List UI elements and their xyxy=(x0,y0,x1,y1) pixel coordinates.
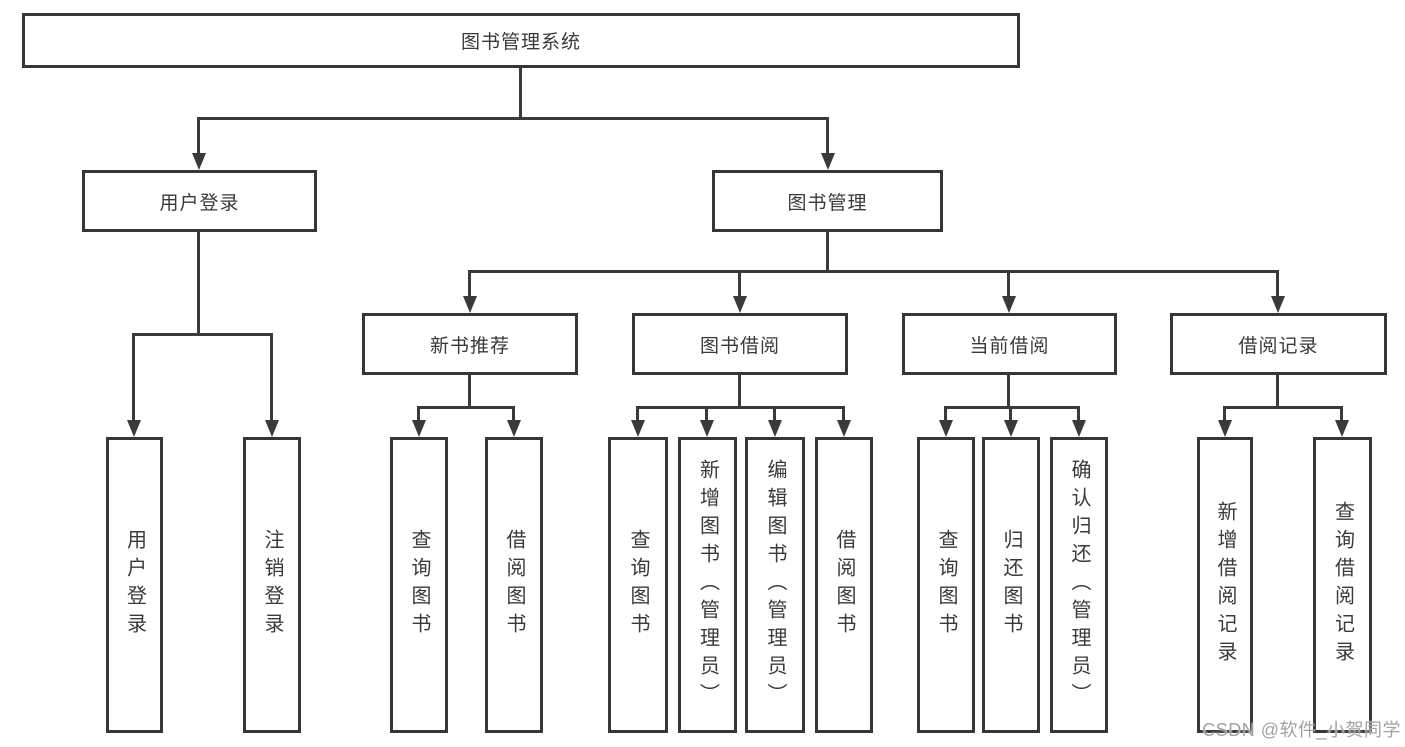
node-book-borrowing-label: 图书借阅 xyxy=(699,335,780,357)
node-user-login-leaf-label: 用户登录 xyxy=(123,529,146,641)
connector-line xyxy=(1009,406,1012,420)
node-confirm-return-admin: 确认归还（管理员） xyxy=(1050,437,1108,733)
node-logout-leaf: 注销登录 xyxy=(243,437,301,733)
arrow-down-icon xyxy=(507,420,521,437)
arrow-down-icon xyxy=(192,153,206,170)
connector-line xyxy=(636,406,639,420)
connector-line xyxy=(826,232,829,273)
connector-line xyxy=(1276,270,1279,298)
connector-line xyxy=(1276,375,1279,409)
node-current-borrowing-label: 当前借阅 xyxy=(969,335,1050,357)
arrow-down-icon xyxy=(127,420,141,437)
arrow-down-icon xyxy=(1218,420,1232,437)
node-book-management-label: 图书管理 xyxy=(787,192,868,214)
arrow-down-icon xyxy=(768,420,782,437)
node-query-books-recommend: 查询图书 xyxy=(390,437,448,733)
arrow-down-icon xyxy=(733,296,747,313)
node-add-books-admin-label: 新增图书（管理员） xyxy=(696,459,719,711)
node-add-books-admin: 新增图书（管理员） xyxy=(678,437,737,733)
node-new-book-recommend-label: 新书推荐 xyxy=(429,335,510,357)
node-confirm-return-admin-label: 确认归还（管理员） xyxy=(1068,459,1090,711)
connector-line xyxy=(944,406,1080,409)
connector-line xyxy=(468,375,471,409)
node-new-book-recommend: 新书推荐 xyxy=(362,313,578,375)
connector-line xyxy=(636,406,845,409)
connector-line xyxy=(705,406,708,420)
arrow-down-icon xyxy=(821,153,835,170)
connector-line xyxy=(738,375,741,409)
node-query-books-recommend-label: 查询图书 xyxy=(408,529,430,641)
node-return-books-label: 归还图书 xyxy=(1000,529,1022,641)
connector-line xyxy=(773,406,776,420)
connector-line xyxy=(132,333,273,336)
arrow-down-icon xyxy=(700,420,714,437)
connector-line xyxy=(519,68,522,119)
node-user-login-label: 用户登录 xyxy=(159,192,240,214)
node-query-books-current-label: 查询图书 xyxy=(935,529,957,641)
connector-line xyxy=(270,333,273,420)
node-logout-leaf-label: 注销登录 xyxy=(261,529,283,641)
connector-line xyxy=(1007,270,1010,298)
node-add-borrow-record-label: 新增借阅记录 xyxy=(1214,501,1236,669)
connector-line xyxy=(197,117,200,154)
node-user-login: 用户登录 xyxy=(82,170,317,232)
arrow-down-icon xyxy=(631,420,645,437)
connector-line xyxy=(1223,406,1343,409)
node-user-login-leaf: 用户登录 xyxy=(106,437,163,733)
node-root-label: 图书管理系统 xyxy=(460,32,581,53)
connector-line xyxy=(197,232,200,336)
arrow-down-icon xyxy=(463,296,477,313)
node-borrowing-records-label: 借阅记录 xyxy=(1238,335,1319,357)
arrow-down-icon xyxy=(1271,296,1285,313)
connector-line xyxy=(197,117,829,120)
node-current-borrowing: 当前借阅 xyxy=(902,313,1117,375)
connector-line xyxy=(132,333,135,420)
connector-line xyxy=(842,406,845,420)
connector-line xyxy=(1223,406,1226,420)
connector-line xyxy=(417,406,420,420)
arrow-down-icon xyxy=(265,420,279,437)
node-add-borrow-record: 新增借阅记录 xyxy=(1197,437,1253,733)
node-book-borrowing: 图书借阅 xyxy=(632,313,848,375)
csdn-watermark: CSDN @软件_小贺同学 xyxy=(1202,720,1401,740)
arrow-down-icon xyxy=(837,420,851,437)
node-borrow-books-borrowing: 借阅图书 xyxy=(815,437,873,733)
connector-line xyxy=(468,270,471,298)
node-query-books-borrowing-label: 查询图书 xyxy=(627,529,649,641)
node-query-books-current: 查询图书 xyxy=(917,437,975,733)
connector-line xyxy=(512,406,515,420)
node-borrow-books-recommend-label: 借阅图书 xyxy=(503,529,525,641)
node-return-books: 归还图书 xyxy=(982,437,1040,733)
connector-line xyxy=(826,117,829,154)
connector-line xyxy=(944,406,947,420)
arrow-down-icon xyxy=(1002,296,1016,313)
connector-line xyxy=(1077,406,1080,420)
node-query-borrow-record: 查询借阅记录 xyxy=(1313,437,1372,733)
connector-line xyxy=(1340,406,1343,420)
node-root: 图书管理系统 xyxy=(22,13,1020,68)
connector-line xyxy=(468,270,1279,273)
connector-line xyxy=(1007,375,1010,409)
arrow-down-icon xyxy=(1072,420,1086,437)
arrow-down-icon xyxy=(1335,420,1349,437)
node-query-books-borrowing: 查询图书 xyxy=(608,437,668,733)
node-borrowing-records: 借阅记录 xyxy=(1170,313,1387,375)
arrow-down-icon xyxy=(412,420,426,437)
node-edit-books-admin: 编辑图书（管理员） xyxy=(745,437,805,733)
node-book-management: 图书管理 xyxy=(712,170,943,232)
node-borrow-books-recommend: 借阅图书 xyxy=(485,437,543,733)
arrow-down-icon xyxy=(1004,420,1018,437)
connector-line xyxy=(738,270,741,298)
node-query-borrow-record-label: 查询借阅记录 xyxy=(1331,501,1354,669)
node-borrow-books-borrowing-label: 借阅图书 xyxy=(833,529,855,641)
connector-line xyxy=(417,406,515,409)
node-edit-books-admin-label: 编辑图书（管理员） xyxy=(764,459,786,711)
arrow-down-icon xyxy=(939,420,953,437)
